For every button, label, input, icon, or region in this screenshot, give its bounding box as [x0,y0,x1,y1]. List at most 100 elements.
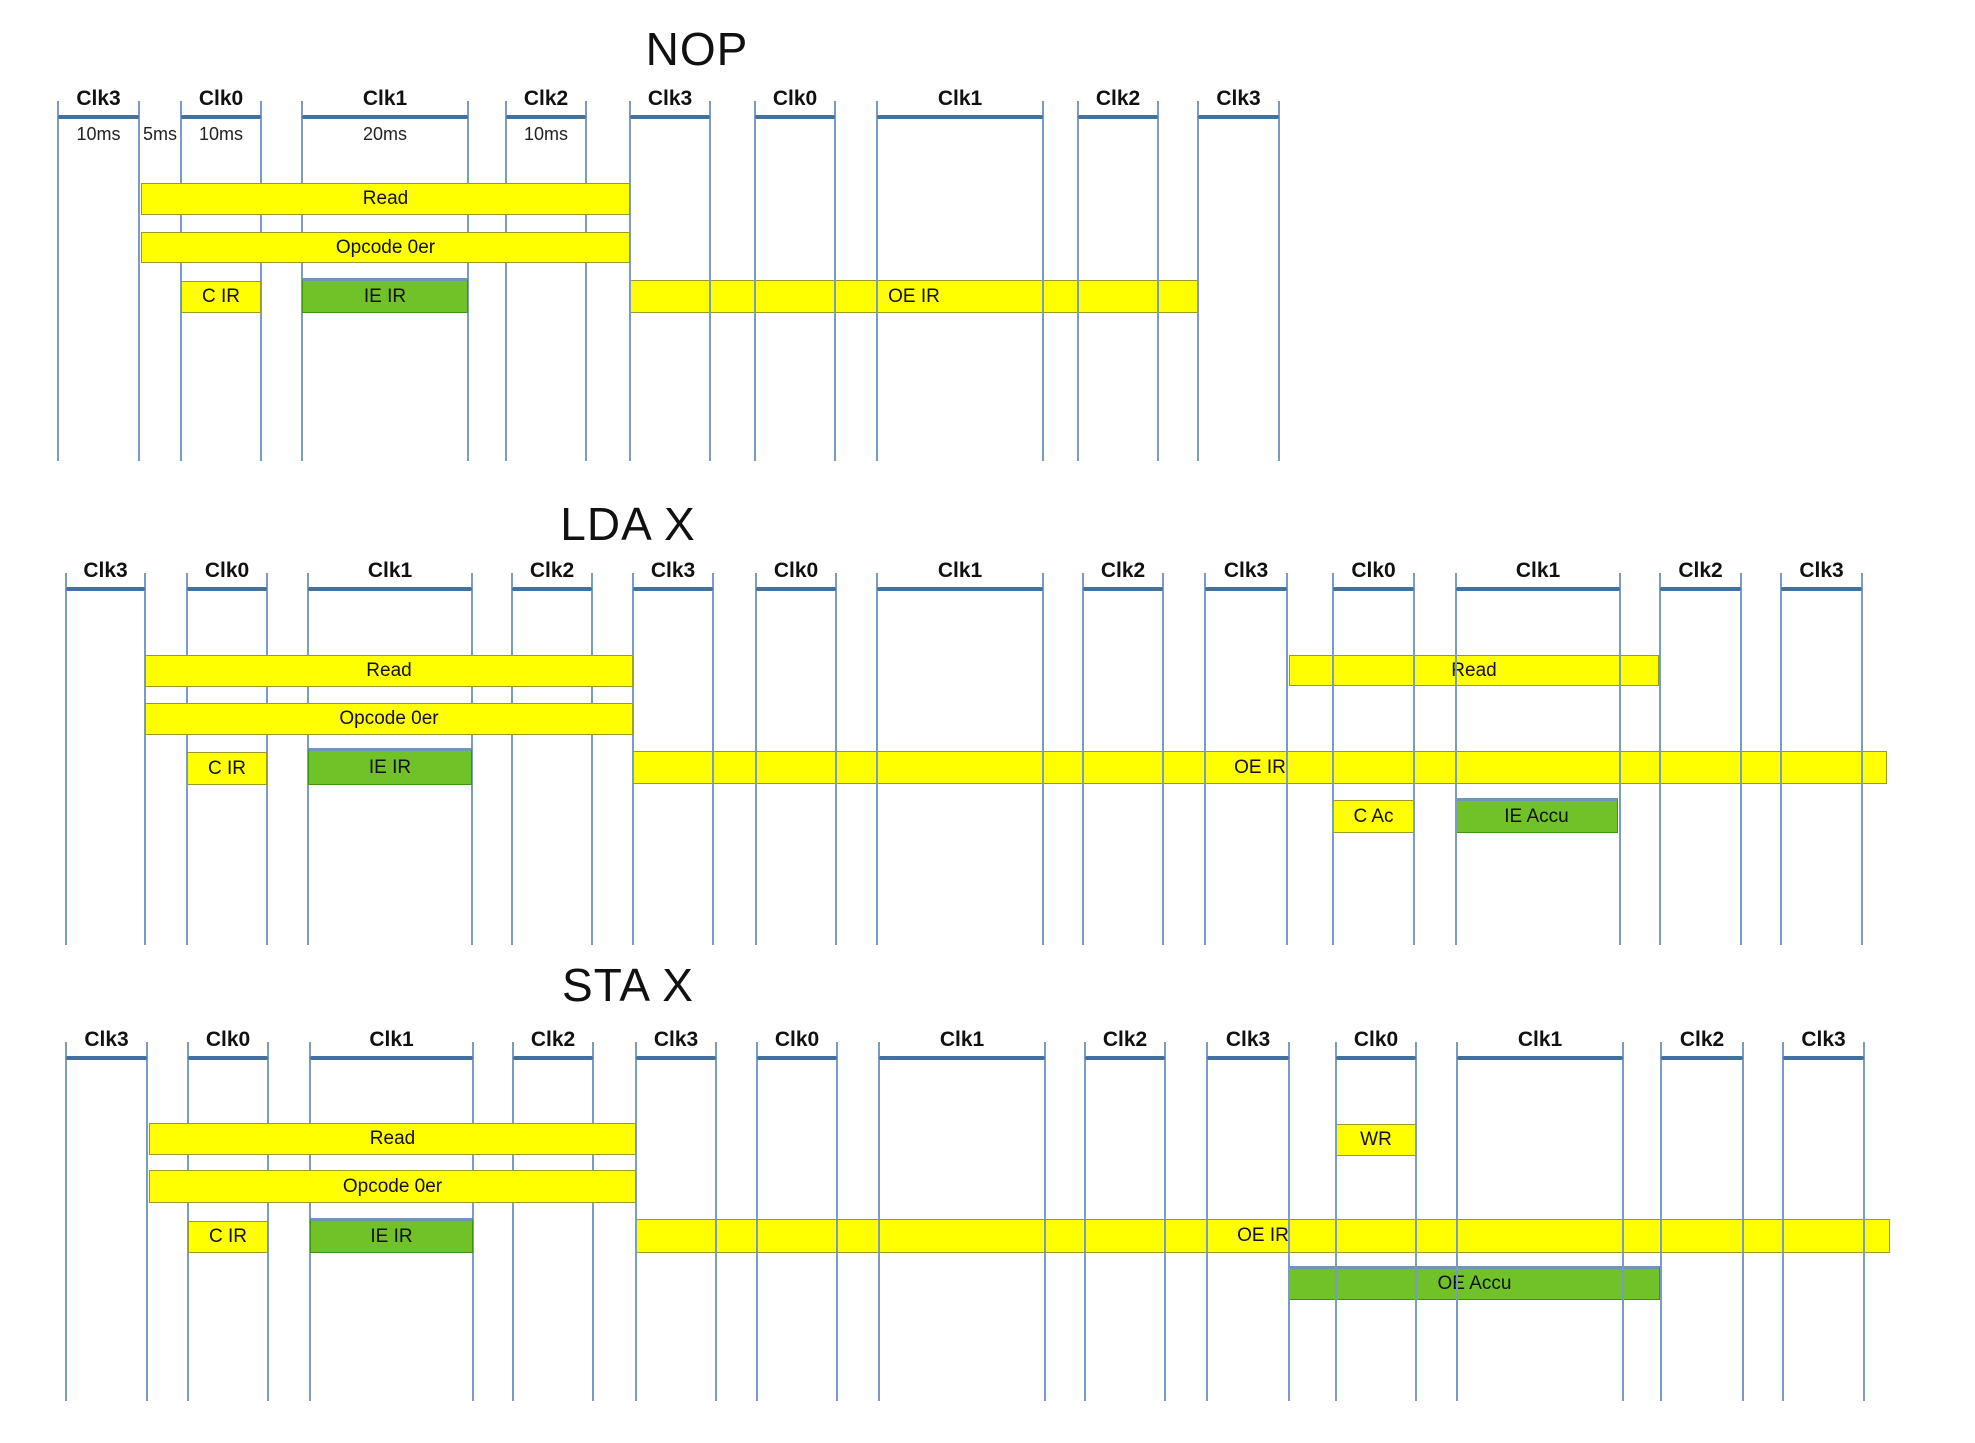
clock-label-clk1-10: Clk1 [1515,559,1561,582]
clock-edge-right [267,1042,269,1401]
clock-duration-label: 10ms [523,124,569,144]
clock-label-clk1-6: Clk1 [939,1028,985,1051]
clock-edge-right [1622,1042,1624,1401]
clock-high-line [757,1056,837,1060]
clock-edge-left [57,101,59,461]
clock-high-line [308,587,472,591]
clock-high-line [1781,587,1862,591]
clock-edge-left [632,573,634,945]
bar-wr-5: WR [1336,1124,1416,1156]
clock-label-clk0-5: Clk0 [774,1028,820,1051]
clock-label-clk0-1: Clk0 [198,87,244,110]
bar-label: Read [362,188,409,209]
clock-high-line [877,587,1043,591]
clock-edge-left [1780,573,1782,945]
gap-duration-label: 5ms [142,124,178,144]
clock-edge-right [712,573,714,945]
bar-ie-ir-3: IE IR [302,278,468,313]
clock-high-line [187,587,267,591]
clock-edge-left [511,573,513,945]
clock-edge-right [1157,101,1159,461]
bar-label: OE IR [1237,1225,1289,1246]
clock-edge-left [755,573,757,945]
clock-edge-right [467,101,469,461]
clock-edge-left [1659,573,1661,945]
bar-label: Read [366,660,412,681]
bar-opcode-0er-1: Opcode 0er [149,1170,636,1203]
clock-label-clk2-7: Clk2 [1102,1028,1148,1051]
bar-read-0: Read [149,1123,636,1155]
clock-label-clk3-8: Clk3 [1216,87,1261,110]
bar-label: C IR [202,286,240,307]
clock-edge-left [1204,573,1206,945]
clock-label-clk3-8: Clk3 [1225,1028,1271,1051]
clock-edge-left [1206,1042,1208,1401]
clock-edge-right [472,1042,474,1401]
clock-high-line [66,1056,147,1060]
clock-high-line [877,115,1043,119]
clock-edge-left [505,101,507,461]
clock-edge-right [138,101,140,461]
clock-high-line [1456,587,1620,591]
clock-edge-right [260,101,262,461]
clock-label-clk3-4: Clk3 [653,1028,699,1051]
clock-edge-left [635,1042,637,1401]
clock-high-line [1660,587,1741,591]
bar-label: Read [369,1128,416,1149]
clock-edge-right [1415,1042,1417,1401]
clock-high-line [1333,587,1414,591]
clock-edge-left [876,573,878,945]
clock-label-clk1-10: Clk1 [1517,1028,1563,1051]
clock-label-clk1-2: Clk1 [367,559,413,582]
clock-high-line [512,587,592,591]
clock-label-clk2-3: Clk2 [523,87,569,110]
clock-edge-right [585,101,587,461]
clock-label-clk0-1: Clk0 [204,559,250,582]
clock-high-line [181,115,261,119]
clock-edge-left [1084,1042,1086,1401]
clock-edge-left [629,101,631,461]
bar-c-ir-2: C IR [187,752,267,785]
bar-read-5: Read [1289,655,1659,686]
clock-edge-right [144,573,146,945]
clock-edge-left [1456,1042,1458,1401]
bar-ie-accu-7: IE Accu [1455,798,1618,833]
section-title-sta-x: STA X [562,959,694,1011]
clock-label-clk1-2: Clk1 [362,87,408,110]
clock-high-line [1207,1056,1289,1060]
bar-read-0: Read [145,655,633,687]
clock-edge-right [1740,573,1742,945]
bar-label: C IR [208,757,246,779]
bar-label: C IR [209,1226,247,1247]
clock-edge-right [835,573,837,945]
clock-high-line [1078,115,1158,119]
clock-label-clk2-11: Clk2 [1678,559,1723,582]
clock-edge-right [1278,101,1280,461]
clock-high-line [879,1056,1045,1060]
clock-label-clk2-7: Clk2 [1095,87,1141,110]
clock-edge-left [65,1042,67,1401]
clock-edge-left [878,1042,880,1401]
clock-high-line [1661,1056,1743,1060]
clock-label-clk0-1: Clk0 [205,1028,251,1051]
bar-c-ir-2: C IR [181,281,261,313]
bar-label: IE Accu [1504,805,1569,827]
clock-edge-left [1455,573,1457,945]
clock-label-clk0-5: Clk0 [772,87,818,110]
bar-label: Opcode 0er [339,708,439,729]
clock-high-line [756,587,836,591]
clock-high-line [633,587,713,591]
clock-label-clk3-0: Clk3 [76,87,121,110]
clock-duration-label: 10ms [198,124,244,144]
clock-edge-right [1044,1042,1046,1401]
clock-duration-label: 20ms [362,124,408,144]
clock-high-line [630,115,710,119]
clock-high-line [310,1056,473,1060]
bar-oe-ir-4: OE IR [630,280,1198,313]
bar-label: IE IR [363,285,407,307]
bar-label: OE IR [1234,756,1286,778]
clock-label-clk2-7: Clk2 [1100,559,1146,582]
bar-label: IE IR [368,756,412,778]
bar-label: Read [1451,659,1497,681]
